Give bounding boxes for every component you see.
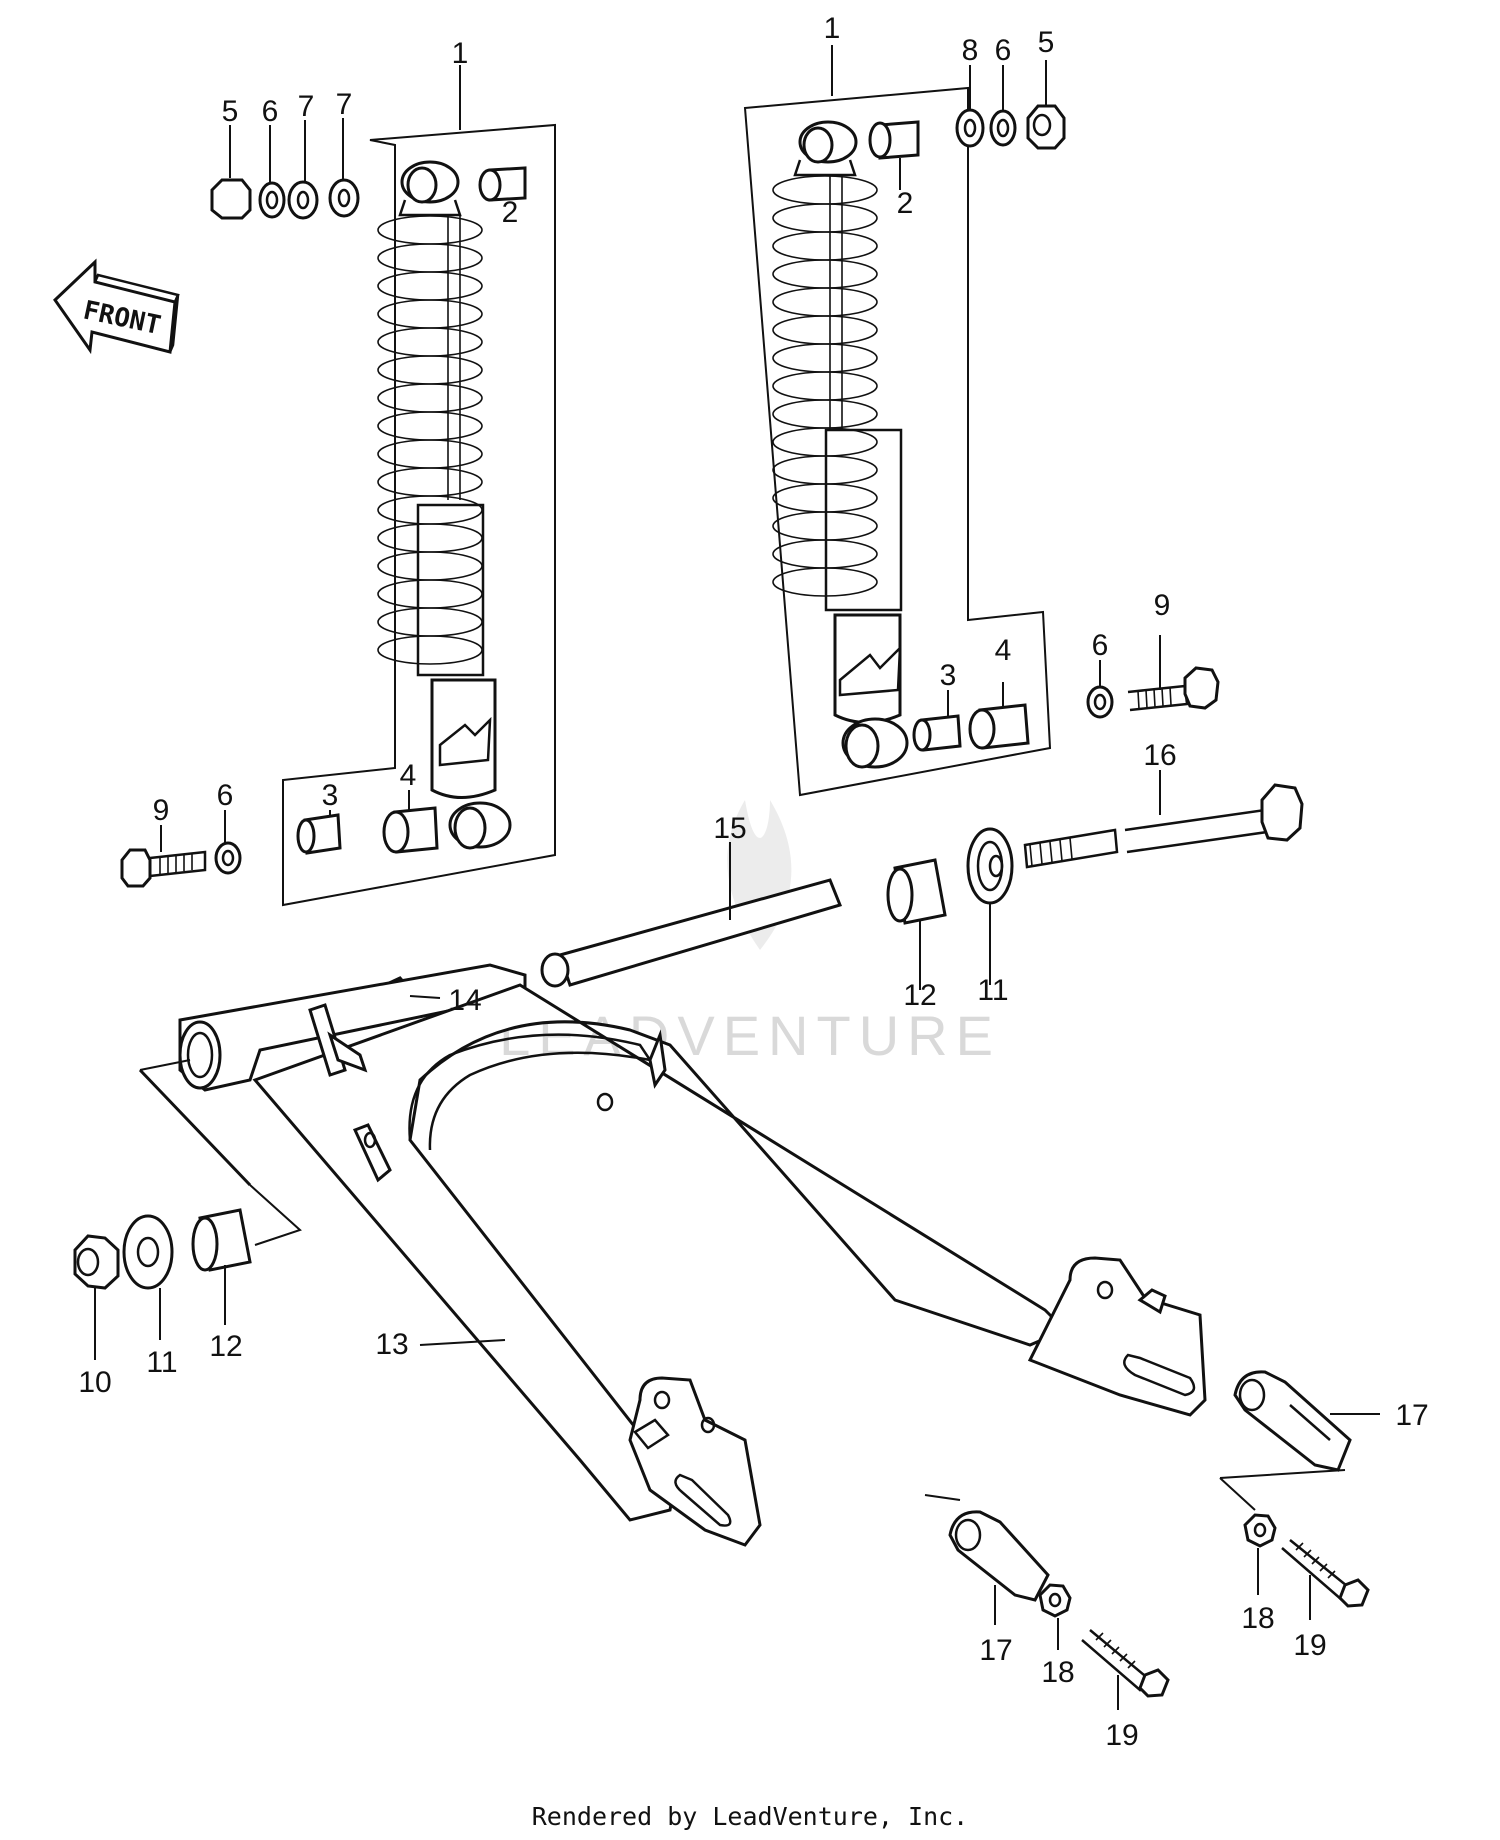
callout-nut-10: 10 bbox=[78, 1366, 111, 1399]
right-shock-absorber bbox=[743, 45, 1052, 797]
callout-right-5: 5 bbox=[1038, 26, 1055, 59]
callout-bush-12r: 12 bbox=[903, 979, 936, 1012]
right-shock-group-box bbox=[743, 86, 1052, 797]
callout-left-6: 6 bbox=[262, 95, 279, 128]
watermark: LEADVENTURE bbox=[499, 800, 993, 1067]
callout-left-shock-4: 4 bbox=[400, 759, 417, 792]
callout-right-shock-1: 1 bbox=[824, 12, 841, 45]
callout-right-6b: 6 bbox=[1092, 629, 1109, 662]
callout-bush-12l: 12 bbox=[209, 1330, 242, 1363]
callout-adj-17l: 17 bbox=[979, 1634, 1012, 1667]
front-arrow: FRONT bbox=[53, 258, 180, 355]
callouts: 1 2 3 4 5 6 7 7 9 6 1 2 3 4 8 6 5 6 9 14… bbox=[78, 12, 1428, 1752]
left-bolt-hardware bbox=[120, 841, 242, 888]
callout-adj-17r: 17 bbox=[1395, 1399, 1428, 1432]
callout-right-shock-2: 2 bbox=[897, 187, 914, 220]
callout-left-7a: 7 bbox=[298, 90, 315, 123]
callout-nut-18r: 18 bbox=[1241, 1602, 1274, 1635]
callout-left-5: 5 bbox=[222, 95, 239, 128]
callout-right-shock-4: 4 bbox=[995, 634, 1012, 667]
callout-bolt-16: 16 bbox=[1143, 739, 1176, 772]
callout-right-8: 8 bbox=[962, 34, 979, 67]
left-shock-group-box bbox=[282, 123, 556, 907]
callout-right-9: 9 bbox=[1154, 589, 1171, 622]
left-pivot-hardware bbox=[73, 1059, 302, 1290]
callout-left-shock-1: 1 bbox=[452, 37, 469, 70]
callout-left-9: 9 bbox=[153, 794, 170, 827]
callout-washer-11l: 11 bbox=[146, 1346, 177, 1379]
callout-left-shock-3: 3 bbox=[322, 779, 339, 812]
callout-left-6b: 6 bbox=[217, 779, 234, 812]
callout-nut-18l: 18 bbox=[1041, 1656, 1074, 1689]
chain-adjusters bbox=[924, 1370, 1370, 1698]
callout-bolt-19l: 19 bbox=[1105, 1719, 1138, 1752]
footer-credit: Rendered by LeadVenture, Inc. bbox=[532, 1802, 969, 1831]
left-shock-absorber bbox=[282, 65, 556, 907]
right-top-hardware bbox=[955, 104, 1066, 150]
pivot-assembly bbox=[540, 783, 1304, 988]
callout-left-7b: 7 bbox=[336, 88, 353, 121]
callout-right-6: 6 bbox=[995, 34, 1012, 67]
callout-left-shock-2: 2 bbox=[502, 196, 519, 229]
leader-lines bbox=[94, 60, 1380, 1710]
callout-washer-11r: 11 bbox=[977, 974, 1008, 1007]
left-top-hardware bbox=[210, 178, 360, 220]
callout-swingarm-13: 13 bbox=[375, 1328, 408, 1361]
swing-arm bbox=[178, 963, 1207, 1547]
right-bolt-hardware bbox=[1086, 666, 1220, 719]
callout-grease-14: 14 bbox=[448, 984, 481, 1017]
callout-pipe-15: 15 bbox=[713, 812, 746, 845]
callout-right-shock-3: 3 bbox=[940, 659, 957, 692]
callout-bolt-19r: 19 bbox=[1293, 1629, 1326, 1662]
